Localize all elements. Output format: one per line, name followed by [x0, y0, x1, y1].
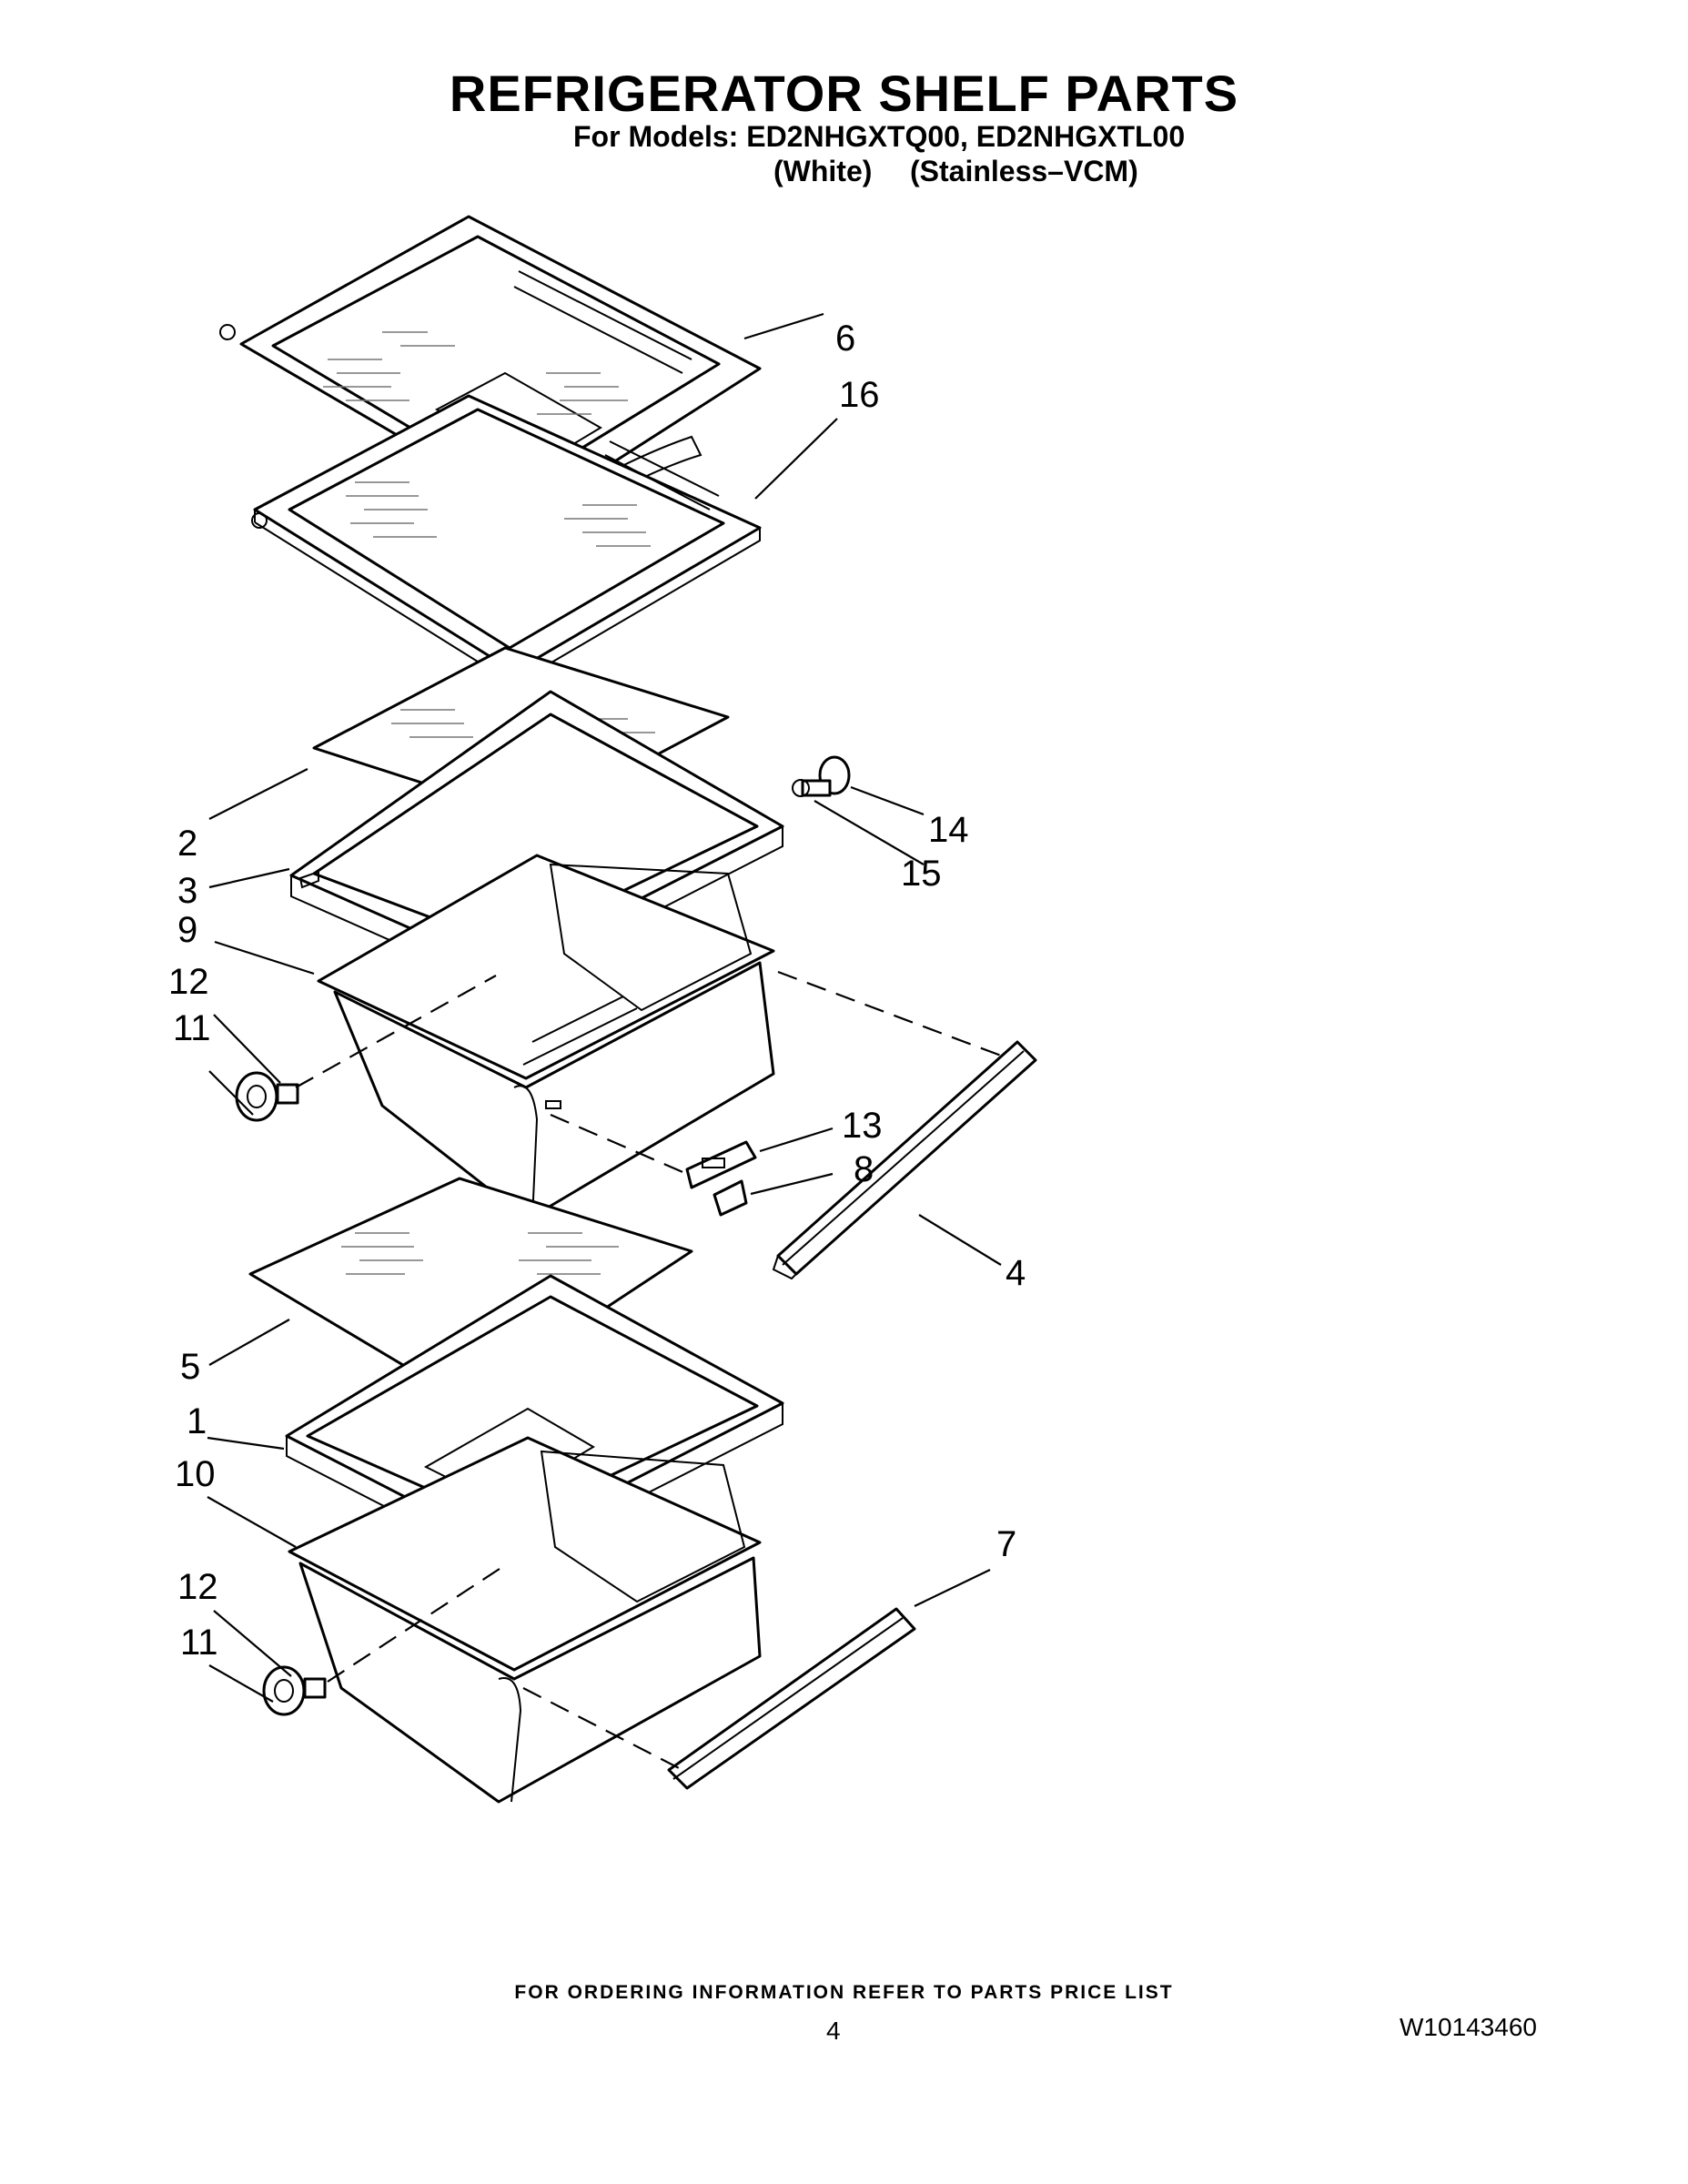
hinge-parts-14-15: [792, 755, 851, 797]
callout-14: 14: [928, 810, 969, 850]
callout-1: 1: [187, 1401, 207, 1441]
crisper-drawer-10: [288, 1436, 762, 1804]
wheel-11-lower: [262, 1665, 327, 1716]
document-number: W10143460: [1400, 2013, 1538, 2041]
variant-white-label: (White): [773, 155, 873, 187]
callout-2: 2: [177, 824, 197, 864]
callout-10: 10: [175, 1454, 216, 1494]
wheel-11-upper: [235, 1071, 299, 1122]
callout-16: 16: [839, 375, 880, 415]
callout-15: 15: [901, 854, 942, 894]
callout-5: 5: [180, 1347, 200, 1387]
crisper-drawer-9: [317, 854, 775, 1221]
callout-11-upper: 11: [173, 1008, 211, 1048]
assembly-lines: [295, 970, 1002, 1771]
callout-11-lower: 11: [180, 1623, 218, 1663]
glass-panel-5: [248, 1177, 693, 1403]
page-title: REFRIGERATOR SHELF PARTS: [449, 65, 1239, 122]
shelf-16: [251, 394, 762, 686]
models-line: For Models: ED2NHGXTQ00, ED2NHGXTL00: [573, 120, 1186, 153]
variant-stainless-label: (Stainless–VCM): [910, 155, 1138, 187]
callout-4: 4: [1006, 1253, 1026, 1293]
ordering-note: FOR ORDERING INFORMATION REFER TO PARTS …: [514, 1982, 1174, 2003]
clips-13-8: [685, 1140, 757, 1217]
callout-3: 3: [177, 871, 197, 911]
page-number: 4: [826, 2017, 841, 2045]
callout-12-upper: 12: [168, 962, 209, 1002]
callout-12-lower: 12: [177, 1567, 218, 1607]
leader-lines: [207, 312, 1002, 1703]
callout-8: 8: [854, 1149, 874, 1189]
callout-9: 9: [177, 910, 197, 950]
trim-rail-4: [772, 1040, 1037, 1280]
callout-13: 13: [842, 1106, 883, 1146]
callout-6: 6: [835, 318, 855, 359]
callout-7: 7: [996, 1524, 1016, 1564]
trim-rail-7: [667, 1607, 916, 1790]
